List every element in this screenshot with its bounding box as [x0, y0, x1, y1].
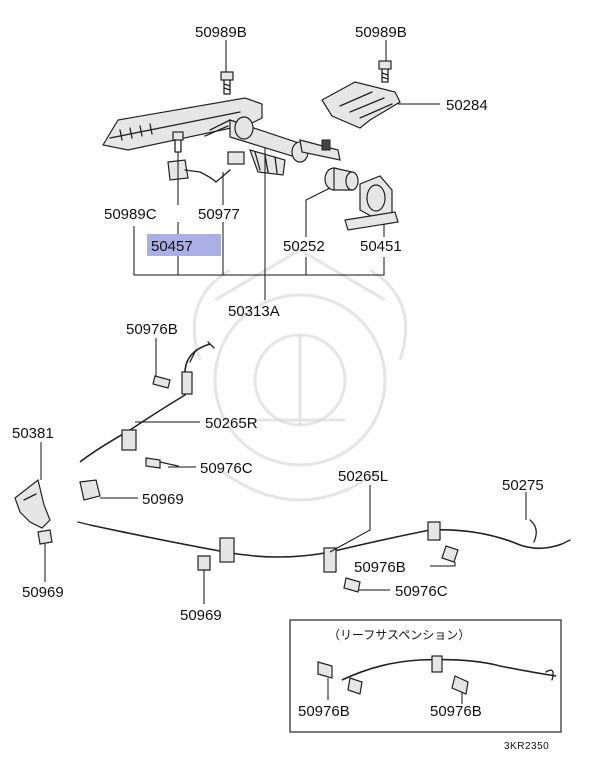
clamp-50451 — [344, 175, 399, 231]
bolt-50976B-top — [152, 375, 171, 389]
bracket-50284 — [321, 81, 401, 129]
label-50451: 50451 — [360, 238, 402, 255]
bolt-50976C-mid — [145, 457, 179, 469]
bolt-50989C — [172, 131, 184, 153]
label-50265R: 50265R — [205, 415, 258, 432]
label-50989C: 50989C — [104, 206, 157, 223]
label-50381: 50381 — [12, 425, 54, 442]
label-50976C-mid: 50976C — [200, 460, 253, 477]
drawing-code: 3KR2350 — [504, 741, 549, 752]
label-50275: 50275 — [502, 477, 544, 494]
bolt-50976B-mid — [441, 545, 459, 563]
label-50969-left: 50969 — [22, 584, 64, 601]
label-50976B-box-left: 50976B — [298, 703, 350, 720]
inset-title: （リーフサスペンション） — [328, 628, 470, 642]
label-50284: 50284 — [446, 97, 488, 114]
watermark-emblem — [192, 248, 408, 502]
label-50252: 50252 — [283, 238, 325, 255]
callout-labels: 50989B 50989B 50284 50989C 50977 50457 5… — [12, 24, 549, 752]
bracket-50381 — [14, 478, 51, 529]
nut-50969-mid — [79, 479, 101, 501]
cable-50265L — [77, 519, 571, 573]
label-50977: 50977 — [198, 206, 240, 223]
label-50976C-low: 50976C — [395, 583, 448, 600]
nut-50969-bottom — [197, 555, 211, 571]
label-50313A: 50313A — [228, 303, 280, 320]
label-50457: 50457 — [151, 238, 193, 255]
bushing-50252 — [324, 167, 359, 191]
label-50976B-top: 50976B — [126, 321, 178, 338]
label-50969-bottom: 50969 — [180, 607, 222, 624]
bolt-50989B-right — [378, 60, 392, 83]
highlight-50457 — [147, 234, 221, 256]
cable-50265R — [79, 341, 215, 463]
leaf-suspension-inset — [289, 619, 562, 733]
label-50265L: 50265L — [338, 468, 388, 485]
label-50976B-mid: 50976B — [354, 559, 406, 576]
switch-50457 — [167, 151, 245, 183]
nut-50969-left — [37, 529, 53, 545]
bolt-50989B-left — [220, 71, 234, 95]
label-50989B-left: 50989B — [195, 24, 247, 41]
label-50976B-box-right: 50976B — [430, 703, 482, 720]
label-50969-mid: 50969 — [142, 491, 184, 508]
label-50989B-right: 50989B — [355, 24, 407, 41]
bolt-50976C-low — [343, 577, 361, 593]
parking-brake-lever — [102, 97, 341, 176]
